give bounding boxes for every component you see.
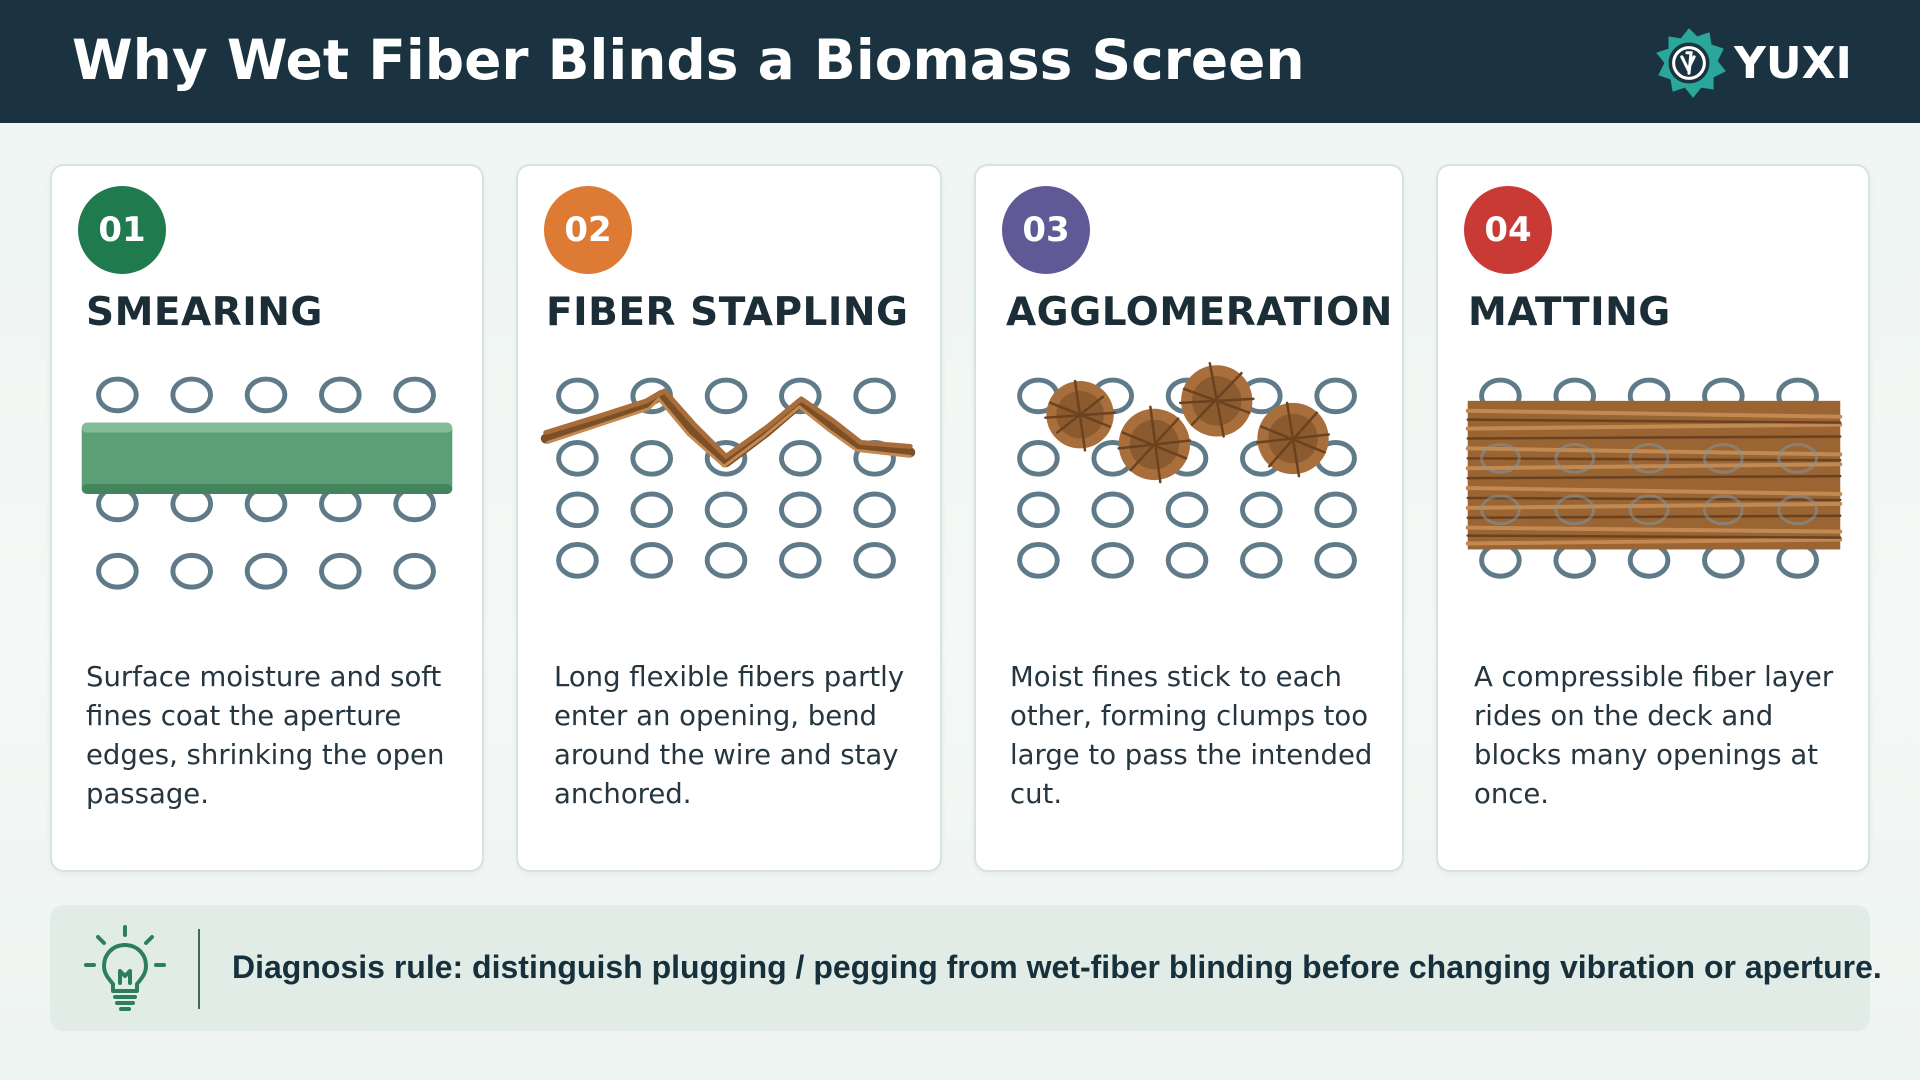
page-title: Why Wet Fiber Blinds a Biomass Screen: [72, 28, 1305, 92]
fiber-mat-screen-icon: [1465, 377, 1843, 579]
step-badge: 01: [78, 186, 166, 274]
fiber-clumps-screen-icon: [1017, 362, 1357, 579]
gear-logo-icon: [1656, 28, 1726, 98]
card-description: Moist fines stick to each other, forming…: [1010, 661, 1373, 810]
diagnosis-rule-box: Diagnosis rule: distinguish plugging / p…: [50, 905, 1882, 1031]
card-description: Long flexible fibers partly enter an ope…: [554, 661, 905, 810]
step-badge: 04: [1464, 186, 1552, 274]
card-title: SMEARING: [86, 290, 323, 335]
card-title: MATTING: [1468, 290, 1671, 335]
header-bar: Why Wet Fiber Blinds a Biomass Screen YU…: [0, 0, 1920, 123]
card-description: Surface moisture and soft fines coat the…: [86, 661, 445, 810]
card-title: FIBER STAPLING: [546, 290, 909, 335]
card-title: AGGLOMERATION: [1006, 290, 1393, 335]
brand-name: YUXI: [1734, 37, 1852, 89]
step-badge: 03: [1002, 186, 1090, 274]
brand-logo: YUXI: [1648, 22, 1852, 104]
card-matting: 04 MATTING A compressible fiber layer ri…: [1436, 164, 1870, 872]
rule-divider: [198, 929, 200, 1009]
card-description: A compressible fiber layer rides on the …: [1474, 661, 1834, 810]
stapled-fiber-screen-icon: [540, 377, 916, 579]
lightbulb-icon: [84, 925, 166, 1011]
smeared-screen-icon: [81, 376, 453, 590]
card-smearing: 01 SMEARING Surface moisture and soft fi…: [50, 164, 484, 872]
card-fiber-stapling: 02 FIBER STAPLING Long flexible fibers p…: [516, 164, 942, 872]
diagnosis-rule-text: Diagnosis rule: distinguish plugging / p…: [232, 949, 1882, 985]
step-badge: 02: [544, 186, 632, 274]
card-agglomeration: 03 AGGLOMERATION Moist fines stick to ea…: [974, 164, 1404, 872]
